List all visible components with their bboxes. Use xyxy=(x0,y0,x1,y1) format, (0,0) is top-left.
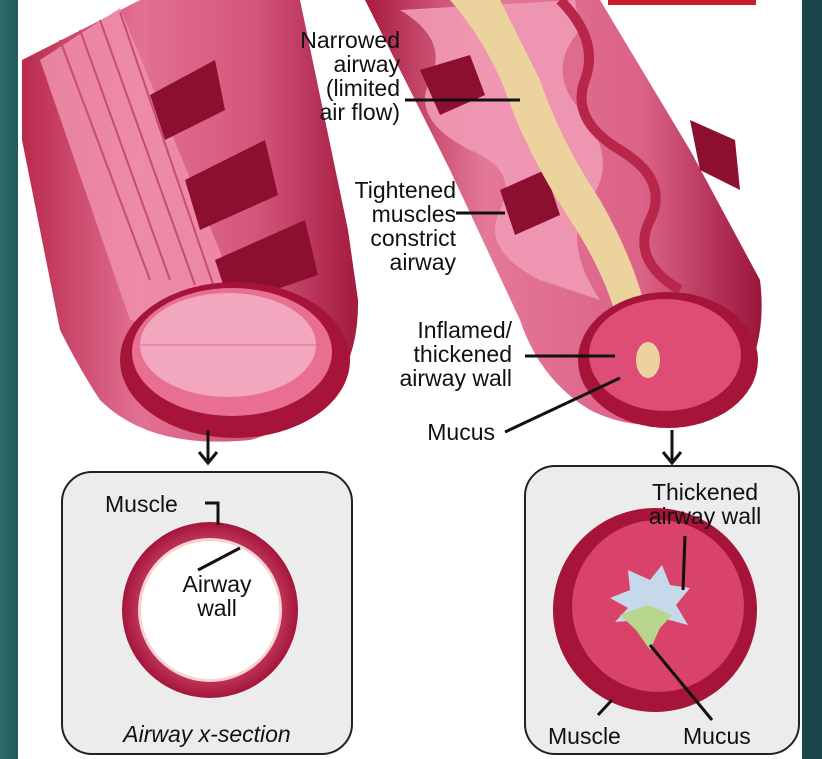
label-normal-airway-wall: Airway wall xyxy=(168,572,266,620)
label-mucus-top: Mucus xyxy=(427,420,495,444)
asthma-xsection xyxy=(553,508,757,712)
arrow-down-right xyxy=(663,430,681,463)
label-asthma-muscle: Muscle xyxy=(548,724,621,748)
label-asthma-mucus: Mucus xyxy=(683,724,751,748)
label-narrowed-airway: Narrowed airway (limited air flow) xyxy=(300,28,400,124)
label-tightened-muscles: Tightened muscles constrict airway xyxy=(355,178,456,274)
label-thickened-wall: Thickened airway wall xyxy=(618,480,792,528)
label-inflamed-wall: Inflamed/ thickened airway wall xyxy=(400,318,512,390)
top-accent-bar xyxy=(608,0,756,5)
label-normal-muscle: Muscle xyxy=(105,492,178,516)
label-normal-caption: Airway x-section xyxy=(62,722,352,746)
leader-thickened-wall xyxy=(683,536,685,590)
